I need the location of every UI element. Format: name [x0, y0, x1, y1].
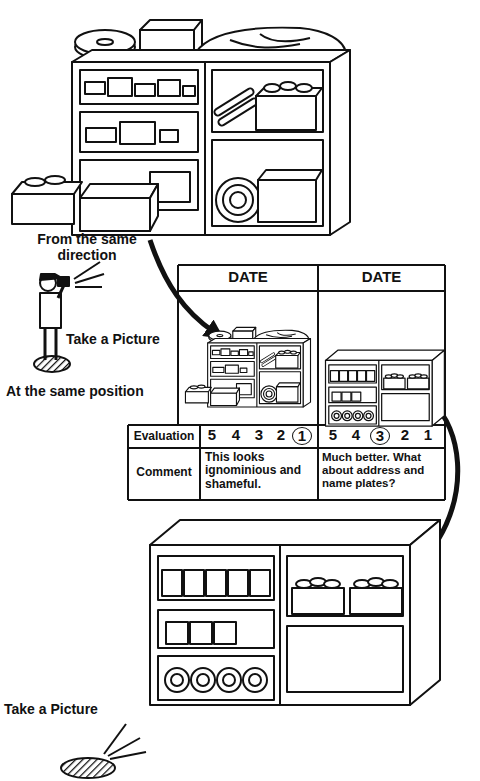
messy-shelf-part [12, 20, 350, 235]
record-table-part [127, 425, 129, 500]
record-table-part [128, 447, 445, 449]
score-number: 5 [323, 427, 343, 444]
score-number: 3 [249, 427, 269, 444]
record-table-part [317, 265, 319, 500]
instruction-text: At the same position [6, 384, 181, 400]
score-number: 2 [271, 427, 291, 444]
neat-shelf-part [150, 520, 440, 705]
camera-position-part [61, 758, 115, 778]
photo-after [326, 350, 445, 426]
photographer-part [75, 274, 104, 283]
column-header: DATE [178, 269, 318, 286]
instruction-text: From the same direction [22, 232, 152, 263]
row-header: Evaluation [128, 430, 200, 443]
record-table [128, 265, 445, 500]
record-table-part [178, 264, 445, 266]
camera-position [61, 724, 146, 778]
score-number: 2 [395, 427, 415, 444]
column-header: DATE [318, 269, 445, 286]
photo-before [185, 327, 310, 407]
row-header: Comment [128, 466, 200, 479]
photographer-part [44, 326, 47, 360]
photo-after-part [326, 350, 445, 426]
photo-before-part [185, 327, 310, 407]
photographer-part [75, 286, 102, 288]
neat-shelf [150, 520, 440, 705]
score-number: 1 [292, 427, 312, 445]
photographer-part [40, 293, 61, 328]
camera-position-part [104, 724, 126, 754]
photographer-part [55, 326, 58, 360]
record-table-part [199, 425, 201, 500]
score-number: 5 [202, 427, 222, 444]
record-table-part [178, 290, 445, 292]
score-number: 4 [346, 427, 366, 444]
photographer [34, 262, 104, 372]
record-table-part [177, 265, 179, 425]
score-number: 4 [226, 427, 246, 444]
photographer-part [58, 277, 69, 286]
curved-arrow-part [150, 240, 214, 332]
record-table-part [128, 499, 445, 501]
comment-text: This looks ignominious and shameful. [205, 451, 317, 491]
curved-arrow [150, 240, 458, 540]
score-number: 1 [418, 427, 438, 444]
comment-text: Much better. What about address and name… [322, 451, 444, 490]
score-number: 3 [370, 427, 390, 445]
instruction-text: Take a Picture [4, 702, 144, 718]
photographer-part [34, 356, 70, 372]
messy-shelf [12, 20, 350, 235]
camera-position-part [110, 752, 146, 759]
instruction-text: Take a Picture [66, 332, 176, 348]
